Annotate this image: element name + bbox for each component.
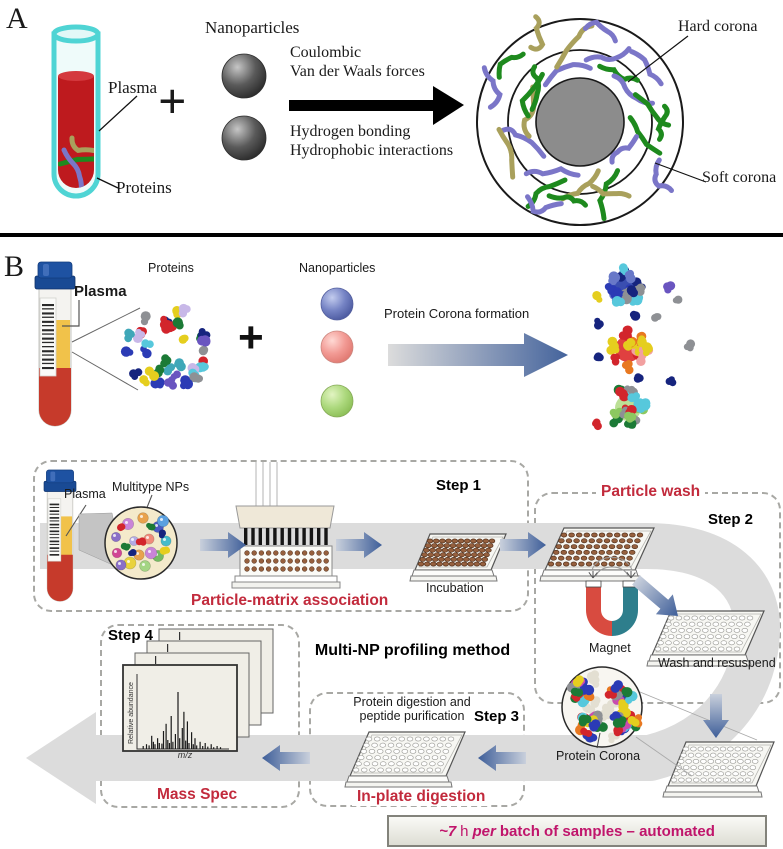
panel-a-label: A (6, 2, 28, 35)
particle-wash-caption: Particle wash (596, 483, 706, 501)
multitype-nps-label: Multitype NPs (112, 480, 190, 494)
force-hbond: Hydrogen bonding (290, 123, 411, 140)
digestion-line2: peptide purification (359, 709, 465, 723)
reaction-arrow (289, 100, 434, 111)
force-hydrophobic: Hydrophobic interactions (290, 142, 454, 159)
panel-b-label: B (4, 250, 25, 283)
soft-corona-label: Soft corona (702, 169, 777, 186)
method-title: Multi-NP profiling method (314, 642, 511, 659)
banner-hours: h (460, 822, 469, 840)
test-tube-a (51, 24, 101, 199)
np-pink (320, 330, 354, 364)
plus-sign-a: + (158, 73, 187, 129)
protein-corona-np (604, 263, 646, 307)
nanoparticle-sphere (221, 115, 267, 161)
corona-diagram (476, 14, 684, 226)
step3-label: Step 3 (474, 708, 520, 725)
panel-b-graphics (34, 261, 696, 431)
step4-label: Step 4 (108, 627, 154, 644)
tube-proteins (58, 135, 94, 188)
spectrum-ylabel: Relative abundance (128, 682, 135, 744)
force-vdw: Van der Waals forces (290, 63, 425, 80)
flow-arrow (388, 333, 568, 377)
magnet-label: Magnet (589, 641, 631, 655)
nanoparticles-label-a: Nanoparticles (205, 18, 300, 37)
banner-rest: batch of samples – automated (499, 822, 715, 840)
banner-approx: ~7 (439, 822, 457, 840)
protein-corona-label: Protein Corona (556, 749, 641, 763)
panel-divider (0, 233, 783, 237)
mass-spec-caption: Mass Spec (152, 786, 243, 804)
plasma-label-b: Plasma (74, 283, 127, 300)
in-plate-caption: In-plate digestion (352, 788, 491, 806)
blood-tube (34, 261, 76, 427)
hard-corona-label: Hard corona (678, 18, 758, 35)
nanoparticle-sphere (221, 53, 267, 99)
plasma-label-step1: Plasma (64, 487, 106, 501)
microplate (662, 741, 775, 798)
np-blue (320, 287, 354, 321)
proteins-label-a: Proteins (116, 178, 172, 197)
nanoparticle-core (535, 77, 625, 167)
digestion-line1: Protein digestion and (353, 695, 471, 709)
particle-matrix-caption: Particle-matrix association (186, 592, 394, 610)
plasma-label-a: Plasma (108, 78, 158, 97)
force-coulombic: Coulombic (290, 44, 362, 61)
protein-corona-np (609, 384, 651, 429)
spectrum-xlabel: m/z (177, 750, 193, 760)
step1-label: Step 1 (436, 477, 482, 494)
banner-per: per (472, 822, 496, 840)
nanoparticles-label-b: Nanoparticles (299, 261, 376, 275)
np-green (320, 384, 354, 418)
protein-corona-np (606, 325, 654, 375)
plus-sign-b: + (238, 313, 264, 362)
wash-resuspend-label: Wash and resuspend (658, 656, 776, 670)
step2-label: Step 2 (708, 511, 754, 528)
corona-formation-label: Protein Corona formation (384, 306, 530, 321)
incubation-label: Incubation (426, 581, 484, 595)
proteins-label-b: Proteins (148, 261, 194, 275)
free-proteins-cluster (120, 303, 211, 390)
